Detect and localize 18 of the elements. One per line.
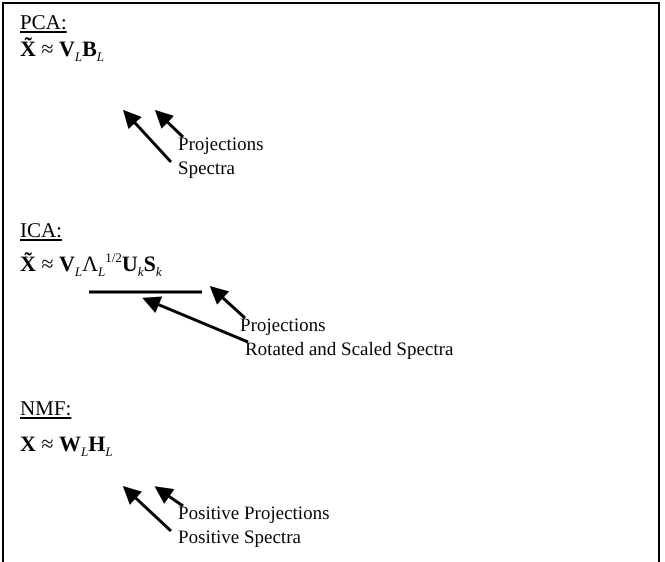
leader-arrow xyxy=(154,486,184,508)
annotation-text: Positive Spectra xyxy=(178,528,301,547)
annotation-text: Positive Projections xyxy=(178,504,330,523)
annotation-text: Rotated and Scaled Spectra xyxy=(245,340,454,359)
annotation-text: Projections xyxy=(240,316,326,335)
leader-arrow xyxy=(122,110,172,164)
method-heading: NMF: xyxy=(20,398,72,419)
formula: X̃ ≈ V$_{L}$Λ$_{L}$$^{1/2}$U$_{k}$S$_{k}$ xyxy=(20,251,162,278)
formula: X̃ ≈ V$_{L}$B$_{L}$ xyxy=(20,38,104,63)
method-heading: ICA: xyxy=(20,220,62,241)
leader-arrow xyxy=(142,296,249,344)
annotation-text: Projections xyxy=(178,135,264,154)
leader-arrow xyxy=(122,486,172,532)
method-heading: PCA: xyxy=(20,12,67,33)
leader-arrow xyxy=(210,286,246,320)
formula: X ≈ W$_{L}$H$_{L}$ xyxy=(20,433,113,458)
leader-arrow xyxy=(154,110,184,138)
annotation-text: Spectra xyxy=(178,159,235,178)
